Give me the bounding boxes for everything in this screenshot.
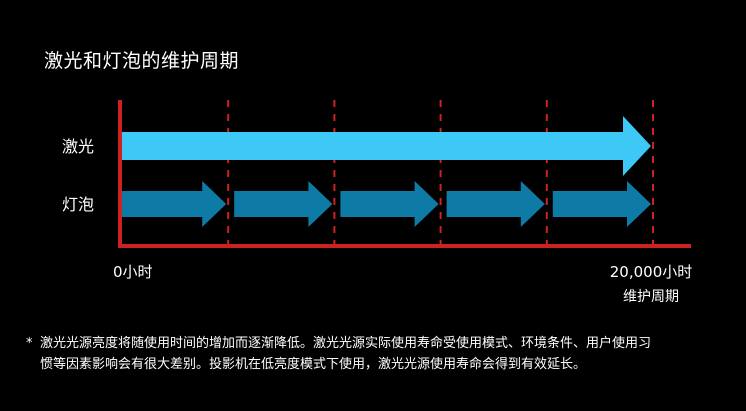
category-label-2: 灯泡 xyxy=(62,195,94,214)
bulb-arrow-1 xyxy=(122,181,227,227)
x-axis-end-sublabel: 维护周期 xyxy=(623,289,679,305)
bulb-arrow-5 xyxy=(552,181,651,227)
footnote-marker: * xyxy=(26,336,33,351)
x-axis-start-label: 0小时 xyxy=(113,263,153,281)
chart-title: 激光和灯泡的维护周期 xyxy=(44,50,240,72)
footnote: * 激光光源亮度将随使用时间的增加而逐渐降低。激光光源实际使用寿命受使用模式、环… xyxy=(26,333,716,375)
laser-arrow-1 xyxy=(122,116,651,176)
footnote-line-1: 激光光源亮度将随使用时间的增加而逐渐降低。激光光源实际使用寿命受使用模式、环境条… xyxy=(40,336,652,351)
bulb-arrow-3 xyxy=(340,181,439,227)
category-label-1: 激光 xyxy=(62,137,94,156)
bulb-arrow-2 xyxy=(234,181,333,227)
x-axis-end-label: 20,000小时 xyxy=(610,263,693,281)
footnote-line-2: 惯等因素影响会有很大差别。投影机在低亮度模式下使用，激光光源使用寿命会得到有效延… xyxy=(40,357,587,372)
bulb-arrow-4 xyxy=(446,181,545,227)
